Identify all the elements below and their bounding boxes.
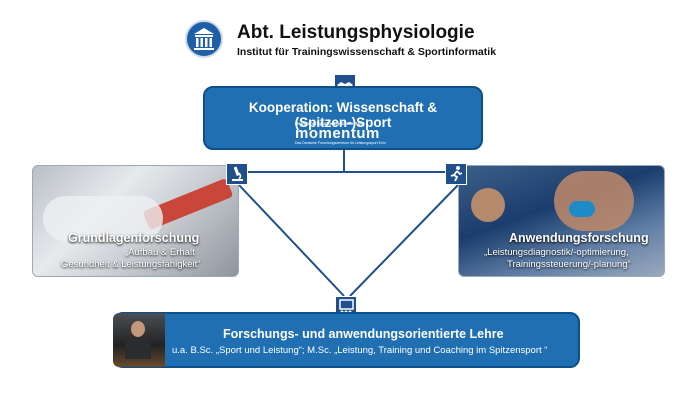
line-left-to-bottom [238,184,345,297]
basic-research-panel: Grundlagenforschung „Aufbau & Erhalt Ges… [32,165,239,277]
applied-research-panel: Anwendungsforschung „Leistungsdiagnostik… [458,165,665,277]
page-title: Abt. Leistungsphysiologie [237,22,475,43]
applied-research-title: Anwendungsforschung [509,231,649,245]
cooperation-box: Kooperation: Wissenschaft & (Spitzen-)Sp… [203,86,483,150]
applied-research-line1: „Leistungsdiagnostik/-optimierung, [484,247,629,258]
teaching-text: u.a. B.Sc. „Sport und Leistung“; M.Sc. „… [172,345,548,356]
runner-icon [445,163,467,185]
teaching-title: Forschungs- und anwendungsorientierte Le… [223,327,504,341]
lab-photo-glove [43,196,163,241]
momentum-logo: momentum [295,125,380,142]
applied-research-line2: Trainingssteuerung/-planung“ [507,259,631,270]
cooperation-title: Kooperation: Wissenschaft & (Spitzen-)Sp… [248,100,438,130]
momentum-tagline: Das Deutsche Forschungszentrum für Leist… [295,141,386,145]
athlete-photo [554,171,634,231]
line-right-to-bottom [349,184,459,297]
page-subtitle: Institut für Trainingswissenschaft & Spo… [237,46,497,58]
basic-research-line2: Gesundheit & Leistungsfähigkeit“ [61,259,201,270]
microscope-icon [226,163,248,185]
basic-research-line1: „Aufbau & Erhalt [125,247,195,258]
momentum-logo-small-text: Deutsche Sporthochschule Köln [295,121,365,126]
basic-research-title: Grundlagenforschung [68,231,200,245]
institution-icon [185,20,223,58]
mask-photo [569,201,595,217]
lecturer-photo [113,313,165,367]
scientist-photo [471,188,505,222]
